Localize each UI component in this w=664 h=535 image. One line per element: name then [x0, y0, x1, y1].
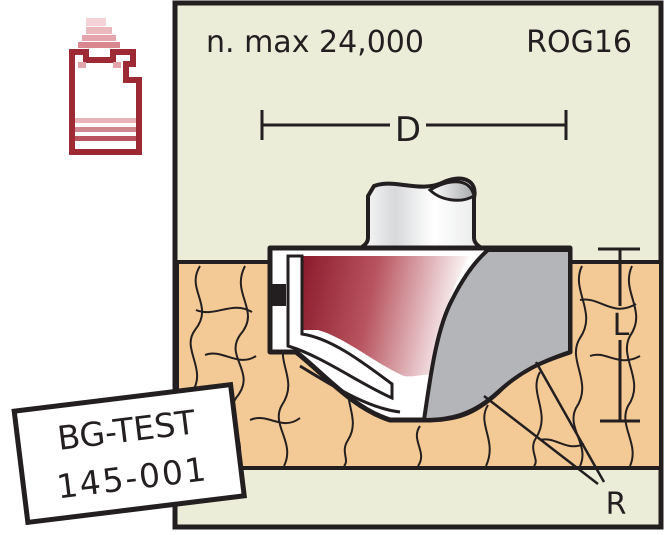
- cutting-insert-red: [302, 256, 470, 377]
- router-bit-category-icon: [69, 18, 142, 155]
- test-tag: BG-TEST 145-001: [11, 381, 248, 526]
- router-bit: [267, 176, 573, 423]
- radius-leaders: [483, 361, 606, 485]
- diameter-dimension: [260, 110, 568, 140]
- radius-label: R: [606, 487, 627, 522]
- length-label: L: [613, 308, 630, 343]
- max-speed-text: n. max 24,000: [206, 25, 424, 60]
- cutting-insert-gray: [422, 248, 572, 422]
- length-dimension: [598, 247, 640, 423]
- model-code: ROG16: [526, 25, 632, 60]
- diameter-label: D: [395, 110, 421, 150]
